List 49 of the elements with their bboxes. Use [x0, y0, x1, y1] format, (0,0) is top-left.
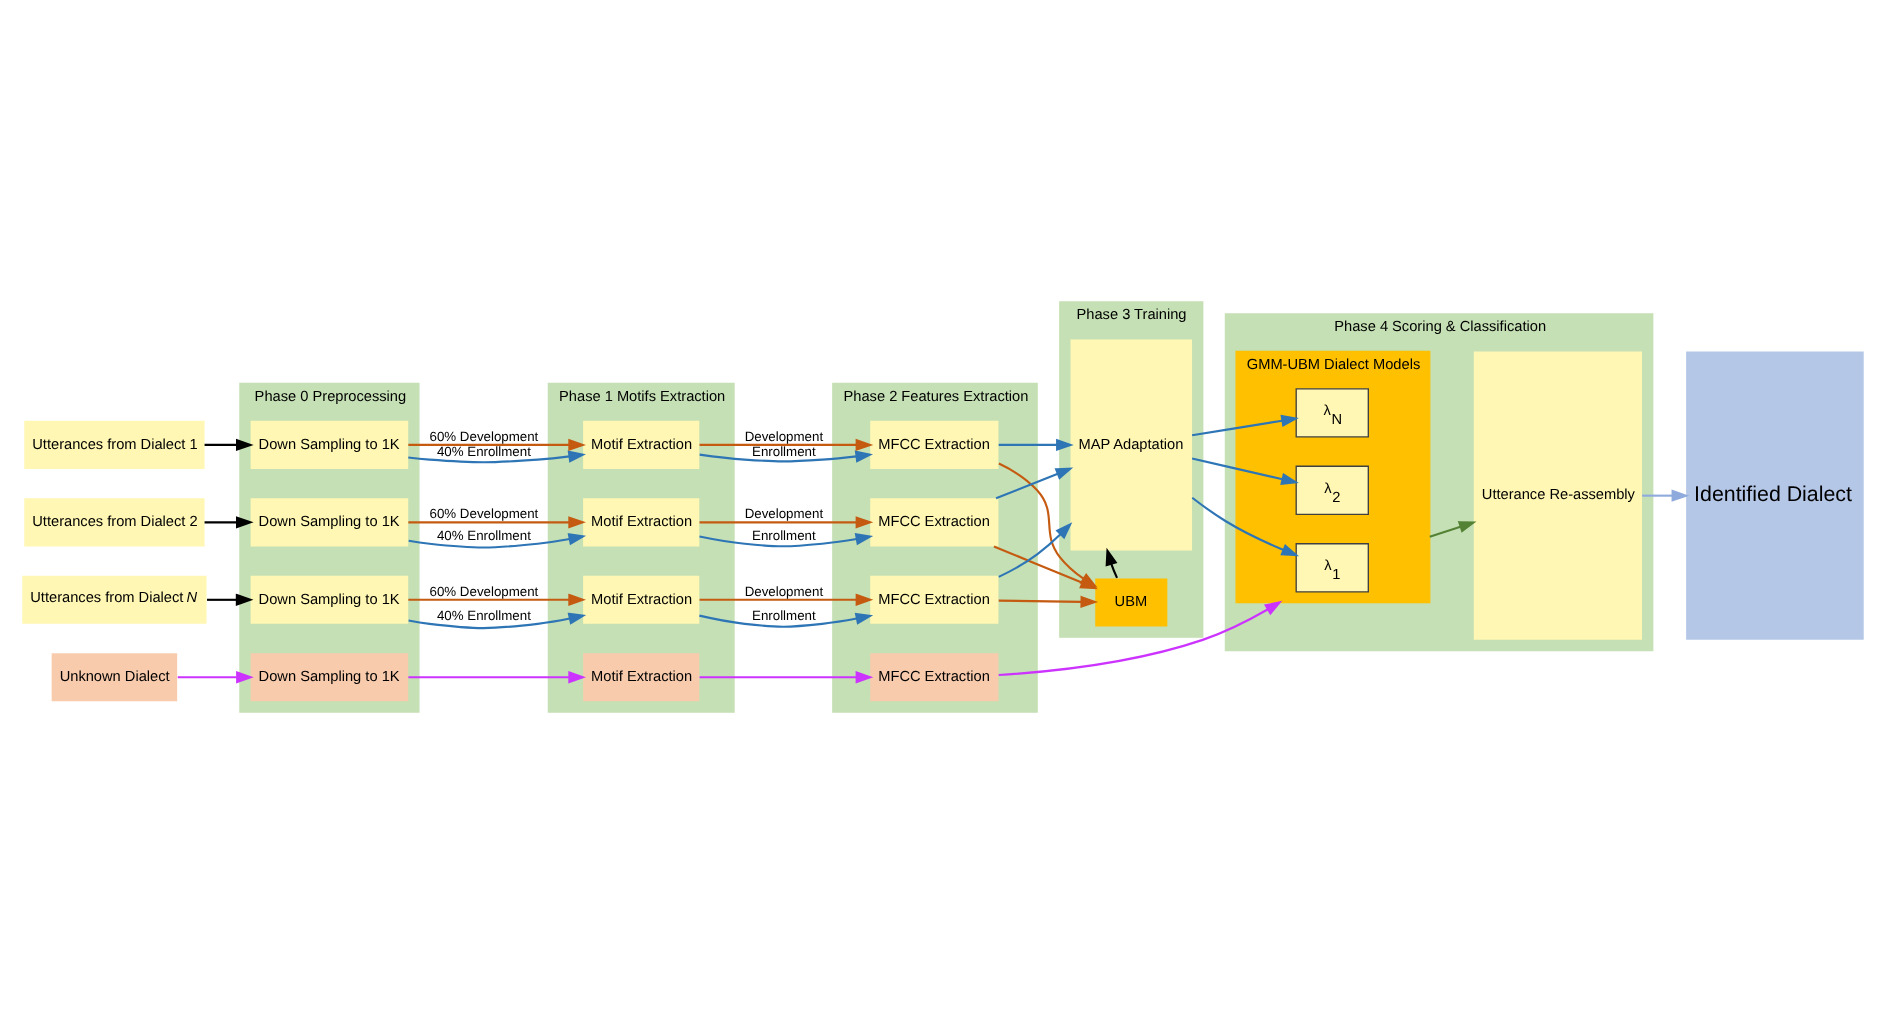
node-box: Down Sampling to 1K [250, 419, 409, 468]
arrow [408, 515, 586, 528]
node-box: Utterances from Dialect 2 [24, 497, 205, 546]
arrow [699, 532, 874, 547]
node-box: Down Sampling to 1K [250, 497, 409, 546]
arrow [699, 670, 874, 683]
arrow [699, 437, 874, 451]
node-box: MFCC Extraction [870, 652, 999, 701]
arrow [998, 521, 1073, 577]
arrow [177, 670, 254, 683]
arrow [998, 594, 1099, 607]
node-box: Down Sampling to 1K [250, 652, 409, 701]
node-box: Motif Extraction [583, 419, 700, 468]
node-box: Identified Dialect [1686, 350, 1864, 639]
arrow [1429, 520, 1477, 537]
node-box: MAP Adaptation [1070, 338, 1193, 550]
arrow [408, 449, 586, 463]
arrow [408, 670, 586, 683]
arrow [998, 599, 1283, 676]
arrow [1191, 413, 1299, 436]
arrow [1191, 456, 1299, 485]
arrow [408, 592, 586, 605]
node-box: Utterances from Dialect 1 [24, 419, 205, 468]
node-box: Unknown Dialect [51, 652, 178, 701]
arrow [699, 515, 874, 528]
arrow [408, 611, 587, 629]
node-box: MFCC Extraction [870, 419, 999, 468]
arrow [207, 592, 254, 605]
arrow [204, 515, 254, 528]
node-box: Utterances from Dialect N [22, 574, 207, 623]
node-box: UBM [1095, 577, 1168, 626]
node-box: Utterance Re-assembly [1473, 350, 1643, 639]
arrow [699, 449, 874, 462]
arrow [699, 611, 874, 627]
arrow [408, 532, 587, 548]
arrow [699, 592, 874, 605]
node-box: Motif Extraction [583, 497, 700, 546]
arrow [204, 437, 254, 451]
arrow [998, 437, 1074, 451]
arrow [408, 437, 586, 451]
arrow [1191, 495, 1299, 556]
node-box: Down Sampling to 1K [250, 574, 409, 623]
node-box: Motif Extraction [583, 574, 700, 623]
arrow [1105, 546, 1118, 578]
node-box: MFCC Extraction [870, 497, 999, 546]
arrow [1642, 488, 1690, 501]
node-box: MFCC Extraction [870, 574, 999, 623]
node-box: Motif Extraction [583, 652, 700, 701]
arrow [995, 466, 1074, 499]
